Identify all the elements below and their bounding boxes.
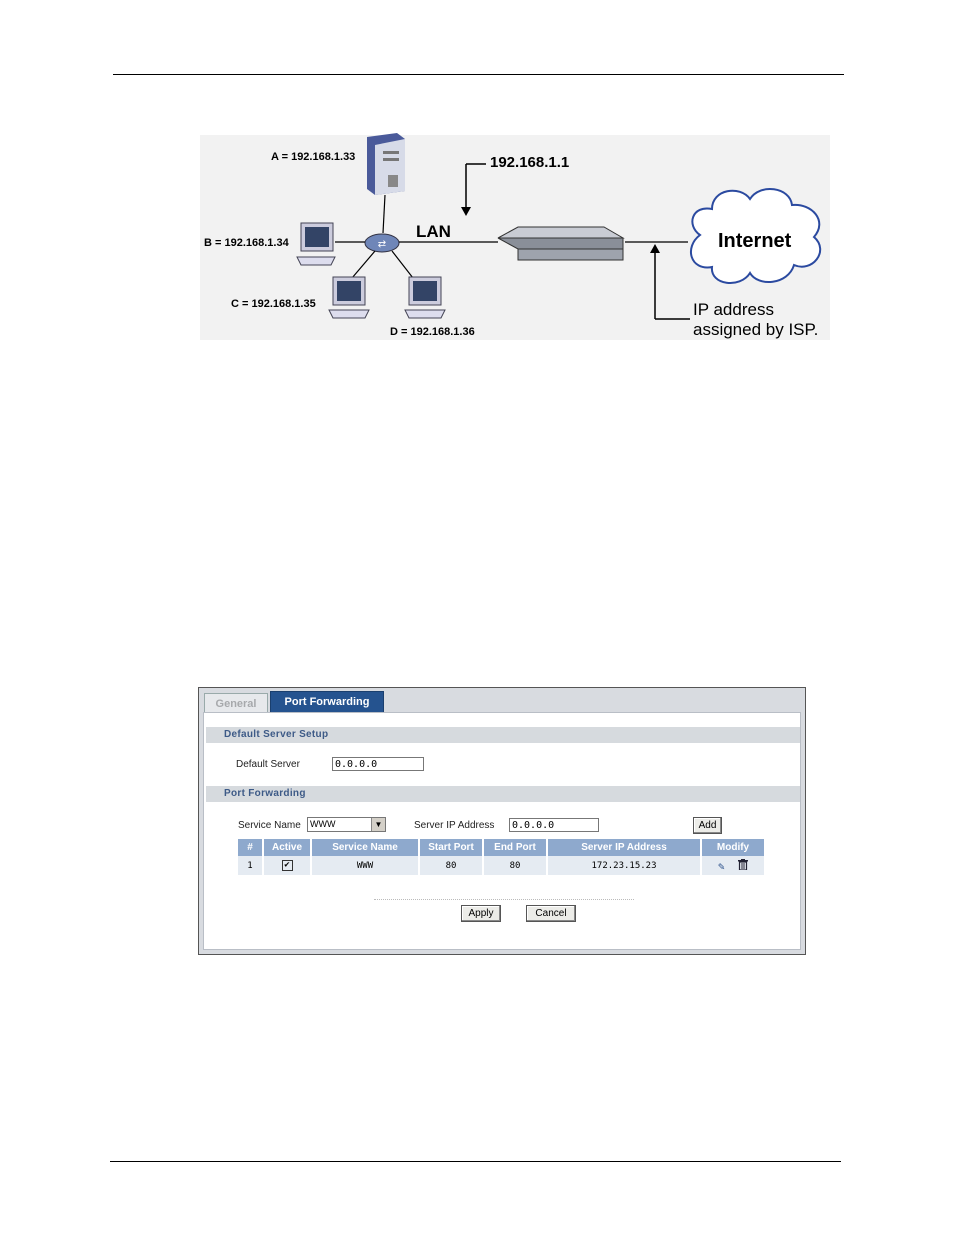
active-checkbox[interactable]: ✔ (281, 860, 293, 871)
port-forwarding-section-title: Port Forwarding (206, 786, 800, 802)
cancel-button[interactable]: Cancel (526, 905, 576, 922)
col-start-port-header: Start Port (420, 839, 482, 856)
row-service: WWW (312, 856, 418, 875)
host-d-label: D = 192.168.1.36 (390, 326, 475, 338)
service-name-label: Service Name (238, 820, 301, 831)
server-ip-label: Server IP Address (414, 820, 495, 831)
service-name-select[interactable]: WWW ▼ (307, 817, 386, 832)
col-active-header: Active (264, 839, 310, 856)
row-index: 1 (238, 856, 262, 875)
row-modify: ✎ (702, 856, 764, 875)
table-row: 1 ✔ WWW 80 80 172.23.15.23 ✎ (238, 856, 764, 875)
internet-label: Internet (718, 230, 792, 252)
hub-icon: ⇄ (364, 233, 400, 253)
tab-general[interactable]: General (204, 693, 268, 713)
isp-label-line1: IP address (693, 300, 774, 319)
apply-button[interactable]: Apply (461, 905, 501, 922)
isp-label-line2: assigned by ISP. (693, 320, 819, 339)
computer-icon (328, 276, 370, 319)
host-c-label: C = 192.168.1.35 (231, 298, 316, 310)
server-ip-input[interactable]: 0.0.0.0 (509, 818, 599, 832)
chevron-down-icon[interactable]: ▼ (371, 818, 385, 831)
lan-label: LAN (416, 222, 451, 241)
col-server-ip-header: Server IP Address (548, 839, 700, 856)
cloud-icon (690, 187, 822, 285)
add-button[interactable]: Add (693, 817, 722, 834)
network-diagram-graphic: ⇄ (200, 133, 830, 340)
default-server-section-title: Default Server Setup (206, 727, 800, 743)
footer-rule (110, 1161, 841, 1162)
default-server-input[interactable]: 0.0.0.0 (332, 757, 424, 771)
row-active-cell: ✔ (264, 856, 310, 875)
svg-text:⇄: ⇄ (378, 239, 386, 250)
trash-icon[interactable] (738, 858, 749, 873)
computer-icon (404, 276, 446, 319)
router-icon (497, 226, 625, 261)
server-icon (367, 133, 405, 195)
divider (374, 899, 634, 900)
col-modify-header: Modify (702, 839, 764, 856)
default-server-label: Default Server (236, 759, 300, 770)
col-index-header: # (238, 839, 262, 856)
service-name-value: WWW (310, 819, 336, 829)
row-start-port: 80 (420, 856, 482, 875)
col-service-header: Service Name (312, 839, 418, 856)
header-rule (113, 74, 844, 75)
row-server-ip: 172.23.15.23 (548, 856, 700, 875)
tab-port-forwarding[interactable]: Port Forwarding (270, 691, 384, 713)
trash-icon-graphic (738, 858, 749, 871)
router-ip-label: 192.168.1.1 (490, 154, 570, 171)
port-forwarding-screen: General Port Forwarding Default Server S… (198, 687, 806, 955)
host-b-label: B = 192.168.1.34 (204, 237, 289, 249)
col-end-port-header: End Port (484, 839, 546, 856)
host-a-label: A = 192.168.1.33 (271, 151, 356, 163)
table-header-row: # Active Service Name Start Port End Por… (238, 839, 764, 856)
network-diagram: ⇄ (200, 125, 830, 345)
computer-icon (296, 222, 336, 266)
content-area: Default Server Setup Default Server 0.0.… (203, 712, 801, 950)
row-end-port: 80 (484, 856, 546, 875)
edit-icon[interactable]: ✎ (717, 859, 725, 873)
port-forwarding-table: # Active Service Name Start Port End Por… (236, 839, 766, 875)
